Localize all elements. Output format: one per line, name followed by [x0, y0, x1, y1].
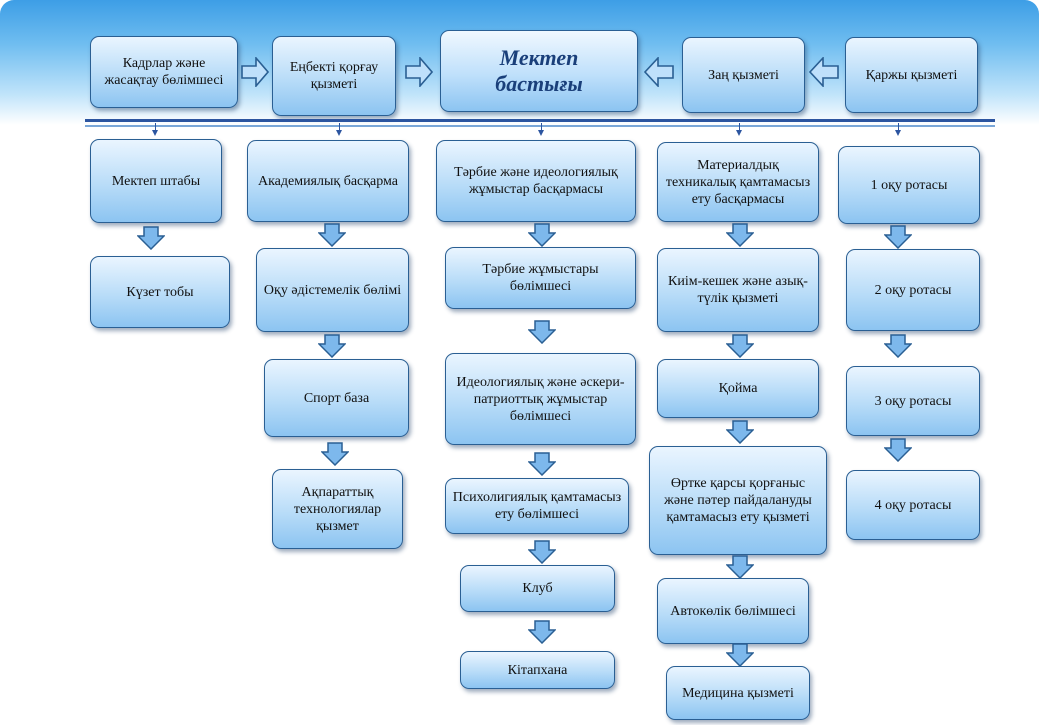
- education-ideology-department-box[interactable]: Тәрбие және идеологиялық жұмыстар басқар…: [436, 140, 636, 222]
- training-company-1-label: 1 оқу ротасы: [870, 177, 948, 193]
- connector-tick: [895, 123, 901, 136]
- psychological-support-section-label: Психолигиялық қамтамасыз ету бөлімшесі: [452, 490, 622, 522]
- material-technical-department-label: Материалдық техникалық қамтамасыз ету ба…: [665, 157, 811, 207]
- it-service-box[interactable]: Ақпараттық технологиялар қызмет: [272, 469, 403, 549]
- fire-protection-service-label: Өртке қарсы қорғаныс және пәтер пайдалан…: [664, 476, 812, 525]
- club-box[interactable]: Клуб: [460, 565, 615, 612]
- school-head-box[interactable]: Мектеп бастығы: [440, 30, 638, 112]
- arrow-down-icon: [726, 555, 754, 579]
- arrow-down-icon: [884, 438, 912, 462]
- arrow-down-icon: [884, 334, 912, 358]
- education-work-section-box[interactable]: Тәрбие жұмыстары бөлімшесі: [445, 247, 636, 309]
- arrow-down-icon: [137, 226, 165, 250]
- sport-base-label: Спорт база: [303, 390, 370, 406]
- connector-tick: [736, 123, 742, 136]
- guard-group-label: Күзет тобы: [126, 284, 194, 300]
- medical-service-label: Медицина қызметі: [682, 685, 794, 701]
- labor-protection-box[interactable]: Еңбекті қорғау қызметі: [272, 36, 396, 116]
- arrow-down-icon: [318, 334, 346, 358]
- it-service-label: Ақпараттық технологиялар қызмет: [293, 484, 382, 534]
- library-box[interactable]: Кітапхана: [460, 651, 615, 689]
- clothing-food-service-box[interactable]: Киім-кешек және азық-түлік қызметі: [657, 248, 819, 332]
- arrow-left-icon: [644, 57, 674, 87]
- arrow-down-icon: [884, 225, 912, 249]
- psychological-support-section-box[interactable]: Психолигиялық қамтамасыз ету бөлімшесі: [445, 478, 629, 534]
- divider-shadow-line: [85, 125, 995, 127]
- sport-base-box[interactable]: Спорт база: [264, 359, 409, 437]
- warehouse-box[interactable]: Қойма: [657, 359, 819, 418]
- arrow-down-icon: [528, 452, 556, 476]
- material-technical-department-box[interactable]: Материалдық техникалық қамтамасыз ету ба…: [657, 142, 819, 222]
- school-staff-label: Мектеп штабы: [111, 173, 201, 189]
- arrow-down-icon: [528, 620, 556, 644]
- ideology-military-section-label: Идеологиялық және әскери-патриоттық жұмы…: [456, 374, 625, 424]
- arrow-right-icon: [241, 57, 269, 87]
- legal-service-label: Заң қызметі: [708, 67, 779, 83]
- library-label: Кітапхана: [507, 662, 568, 678]
- cadres-label: Кадрлар және жасақтау бөлімшесі: [104, 56, 224, 88]
- methodical-department-box[interactable]: Оқу әдістемелік бөлімі: [256, 248, 409, 332]
- training-company-3-label: 3 оқу ротасы: [874, 393, 952, 409]
- arrow-down-icon: [528, 540, 556, 564]
- vehicle-section-label: Автокөлік бөлімшесі: [670, 603, 796, 619]
- training-company-3-box[interactable]: 3 оқу ротасы: [846, 366, 980, 436]
- arrow-right-icon: [405, 57, 433, 87]
- training-company-1-box[interactable]: 1 оқу ротасы: [838, 146, 980, 224]
- connector-tick: [538, 123, 544, 136]
- methodical-department-label: Оқу әдістемелік бөлімі: [263, 282, 402, 298]
- cadres-box[interactable]: Кадрлар және жасақтау бөлімшесі: [90, 36, 238, 108]
- arrow-down-icon: [726, 334, 754, 358]
- arrow-down-icon: [318, 223, 346, 247]
- academic-department-box[interactable]: Академиялық басқарма: [247, 140, 409, 222]
- education-ideology-department-label: Тәрбие және идеологиялық жұмыстар басқар…: [454, 165, 618, 197]
- arrow-down-icon: [726, 420, 754, 444]
- finance-service-box[interactable]: Қаржы қызметі: [845, 37, 978, 113]
- training-company-4-label: 4 оқу ротасы: [874, 497, 952, 513]
- arrow-down-icon: [528, 223, 556, 247]
- warehouse-label: Қойма: [718, 381, 758, 396]
- arrow-down-icon: [726, 643, 754, 667]
- arrow-down-icon: [726, 223, 754, 247]
- ideology-military-section-box[interactable]: Идеологиялық және әскери-патриоттық жұмы…: [445, 353, 636, 445]
- school-staff-box[interactable]: Мектеп штабы: [90, 139, 222, 223]
- fire-protection-service-box[interactable]: Өртке қарсы қорғаныс және пәтер пайдалан…: [649, 446, 827, 555]
- training-company-2-box[interactable]: 2 оқу ротасы: [846, 249, 980, 331]
- finance-service-label: Қаржы қызметі: [865, 67, 958, 83]
- guard-group-box[interactable]: Күзет тобы: [90, 256, 230, 328]
- divider-line: [85, 119, 995, 122]
- school-head-label: Мектеп бастығы: [495, 45, 583, 96]
- arrow-left-icon: [809, 57, 839, 87]
- vehicle-section-box[interactable]: Автокөлік бөлімшесі: [657, 578, 809, 644]
- arrow-down-icon: [321, 442, 349, 466]
- legal-service-box[interactable]: Заң қызметі: [682, 37, 805, 113]
- connector-tick: [336, 123, 342, 136]
- labor-protection-label: Еңбекті қорғау қызметі: [289, 60, 379, 92]
- education-work-section-label: Тәрбие жұмыстары бөлімшесі: [482, 262, 599, 294]
- training-company-2-label: 2 оқу ротасы: [874, 282, 952, 298]
- connector-tick: [152, 123, 158, 136]
- academic-department-label: Академиялық басқарма: [257, 173, 399, 189]
- arrow-down-icon: [528, 320, 556, 344]
- training-company-4-box[interactable]: 4 оқу ротасы: [846, 470, 980, 540]
- medical-service-box[interactable]: Медицина қызметі: [666, 666, 810, 720]
- club-label: Клуб: [522, 581, 553, 596]
- clothing-food-service-label: Киім-кешек және азық-түлік қызметі: [668, 274, 808, 306]
